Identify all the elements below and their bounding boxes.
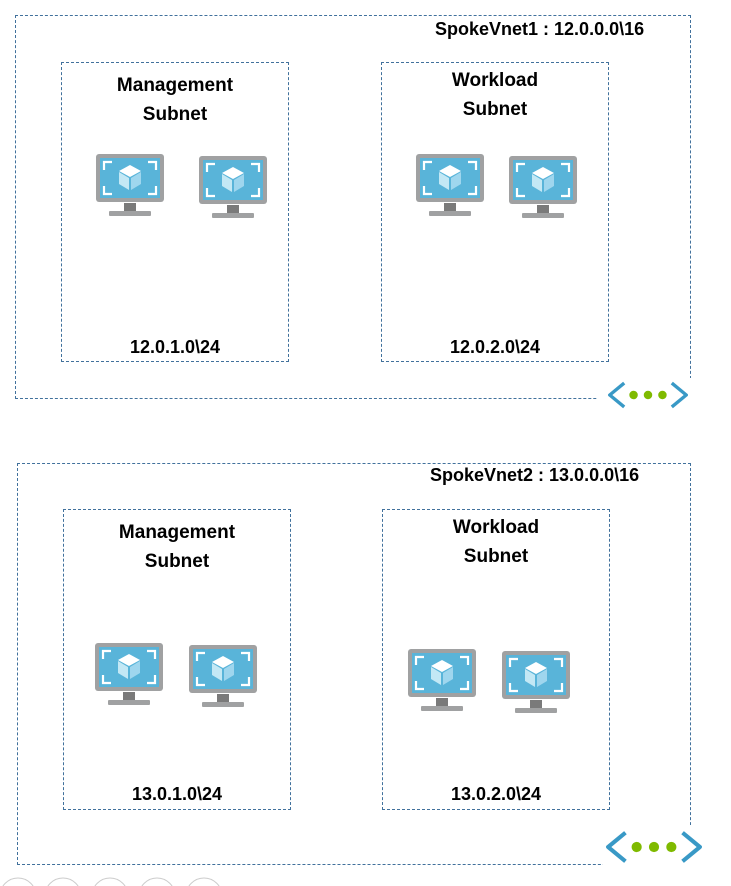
subnet-name-line1: Management — [118, 522, 236, 543]
subnet-name-line1: Management — [116, 75, 234, 96]
vnet-box-spokevnet1 — [15, 15, 691, 399]
subnet-name: Management Subnet — [62, 71, 288, 129]
vm-icon — [95, 153, 165, 219]
vm-icon — [407, 648, 477, 714]
subnet-name-line2: Subnet — [463, 546, 529, 567]
subnet-name-line2: Subnet — [142, 104, 208, 125]
subnet-box-workload: Workload Subnet 13.0.2.0\24 — [382, 509, 610, 810]
subnet-name-line2: Subnet — [462, 99, 528, 120]
subnet-name-line1: Workload — [452, 517, 540, 538]
vnet-title: SpokeVnet2 : 13.0.0.0\16 — [428, 465, 642, 486]
subnet-cidr: 13.0.1.0\24 — [131, 784, 223, 804]
vnet-title: SpokeVnet1 : 12.0.0.0\16 — [433, 19, 647, 40]
vnet-box-spokevnet2 — [17, 463, 691, 865]
subnet-box-workload: Workload Subnet 12.0.2.0\24 — [381, 62, 609, 362]
subnet-cidr: 12.0.2.0\24 — [449, 337, 541, 357]
vnet-peering-icon — [598, 378, 698, 412]
subnet-box-management: Management Subnet 12.0.1.0\24 — [61, 62, 289, 362]
subnet-cidr: 12.0.1.0\24 — [129, 337, 221, 357]
subnet-name: Management Subnet — [64, 518, 290, 576]
vm-icon — [94, 642, 164, 708]
vm-icon — [501, 650, 571, 716]
subnet-name-line1: Workload — [451, 70, 539, 91]
subnet-name-line2: Subnet — [144, 551, 210, 572]
subnet-cidr: 13.0.2.0\24 — [450, 784, 542, 804]
subnet-name: Workload Subnet — [382, 66, 608, 124]
vm-icon — [415, 153, 485, 219]
partial-circles-decoration — [2, 877, 220, 886]
subnet-box-management: Management Subnet 13.0.1.0\24 — [63, 509, 291, 810]
vnet-peering-icon — [603, 825, 705, 869]
subnet-name: Workload Subnet — [383, 513, 609, 571]
vm-icon — [508, 155, 578, 221]
vm-icon — [198, 155, 268, 221]
vm-icon — [188, 644, 258, 710]
